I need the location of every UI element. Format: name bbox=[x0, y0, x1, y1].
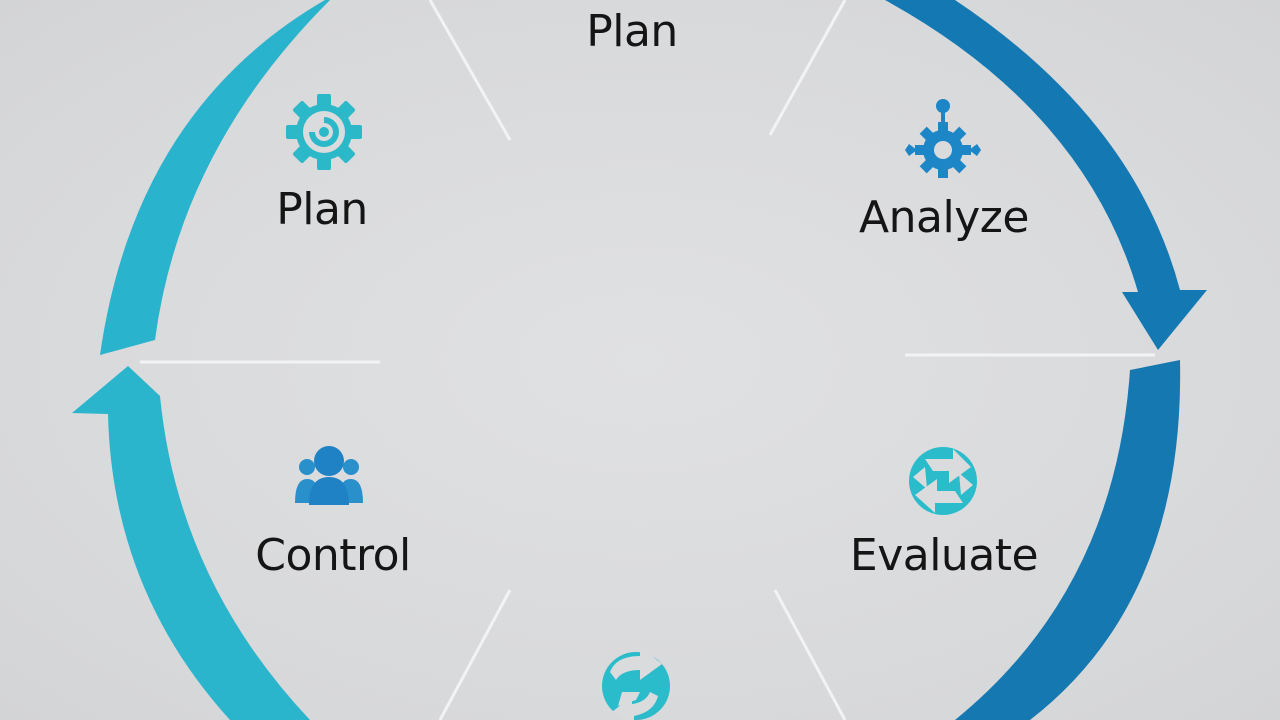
divider-line bbox=[768, 0, 847, 136]
stage-label-evaluate: Evaluate bbox=[849, 530, 1039, 581]
cycle-arc-left-upper bbox=[100, 0, 330, 355]
divider-line bbox=[773, 589, 847, 720]
network-gear-icon bbox=[905, 99, 981, 178]
cycle-arc-right-upper bbox=[885, 0, 1207, 350]
stage-label-control: Control bbox=[255, 530, 411, 581]
stage-label-plan: Plan bbox=[276, 184, 368, 235]
stage-label-analyze: Analyze bbox=[859, 192, 1029, 243]
recycle-arrows-icon bbox=[602, 646, 670, 720]
cycle-arc-right-lower bbox=[955, 360, 1181, 720]
cycle-arc-left-lower bbox=[72, 366, 310, 720]
divider-line bbox=[438, 589, 512, 720]
divider-lines bbox=[140, 0, 1155, 720]
top-stage-label: Plan bbox=[586, 6, 678, 57]
cycle-arrows-icon bbox=[909, 447, 977, 515]
divider-line bbox=[428, 0, 512, 141]
gear-icon bbox=[286, 94, 362, 170]
team-icon bbox=[295, 446, 363, 505]
